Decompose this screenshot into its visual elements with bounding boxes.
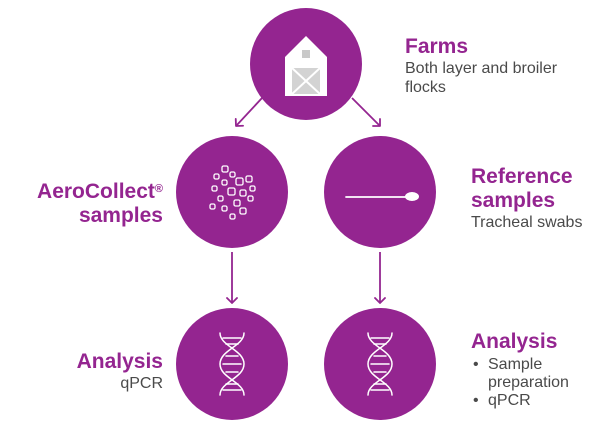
aerocollect-title-line1: AeroCollect®: [10, 177, 163, 204]
reference-node: [324, 136, 436, 248]
analysis-left-label: Analysis qPCR: [40, 350, 163, 393]
reference-subtitle: Tracheal swabs: [471, 214, 583, 231]
analysis-right-bullets: Sample preparation qPCR: [471, 356, 609, 410]
analysis-right-title: Analysis: [471, 330, 558, 353]
analysis-left-title: Analysis: [76, 350, 163, 373]
arrow-farms-to-aerocollect: [234, 97, 263, 127]
aerocollect-label: AeroCollect® samples: [10, 177, 163, 228]
reference-title-line1: Reference: [471, 165, 573, 188]
swab-icon: [345, 192, 419, 201]
aerocollect-node: [176, 136, 288, 248]
registered-mark: ®: [154, 183, 163, 195]
analysis-right-label: Analysis Sample preparation qPCR: [471, 330, 609, 410]
analysis-left-subtitle: qPCR: [120, 375, 163, 392]
reference-label: Reference samples Tracheal swabs: [471, 165, 609, 232]
analysis-right-node: [324, 308, 436, 420]
farms-label: Farms Both layer and broiler flocks: [405, 35, 605, 97]
farms-node: [250, 8, 362, 120]
particles-icon: [209, 165, 256, 220]
dna-icon: [367, 332, 393, 396]
bullet-item: Sample preparation: [471, 356, 593, 392]
arrow-farms-to-reference: [351, 97, 381, 127]
reference-title-line2: samples: [471, 189, 556, 212]
dna-icon: [219, 332, 245, 396]
barn-icon: [285, 36, 327, 96]
farms-subtitle: Both layer and broiler flocks: [405, 60, 558, 96]
farms-title: Farms: [405, 35, 469, 58]
aerocollect-title-text: AeroCollect: [37, 180, 155, 203]
analysis-left-node: [176, 308, 288, 420]
bullet-item: qPCR: [471, 392, 609, 410]
aerocollect-title-line2: samples: [78, 204, 163, 227]
